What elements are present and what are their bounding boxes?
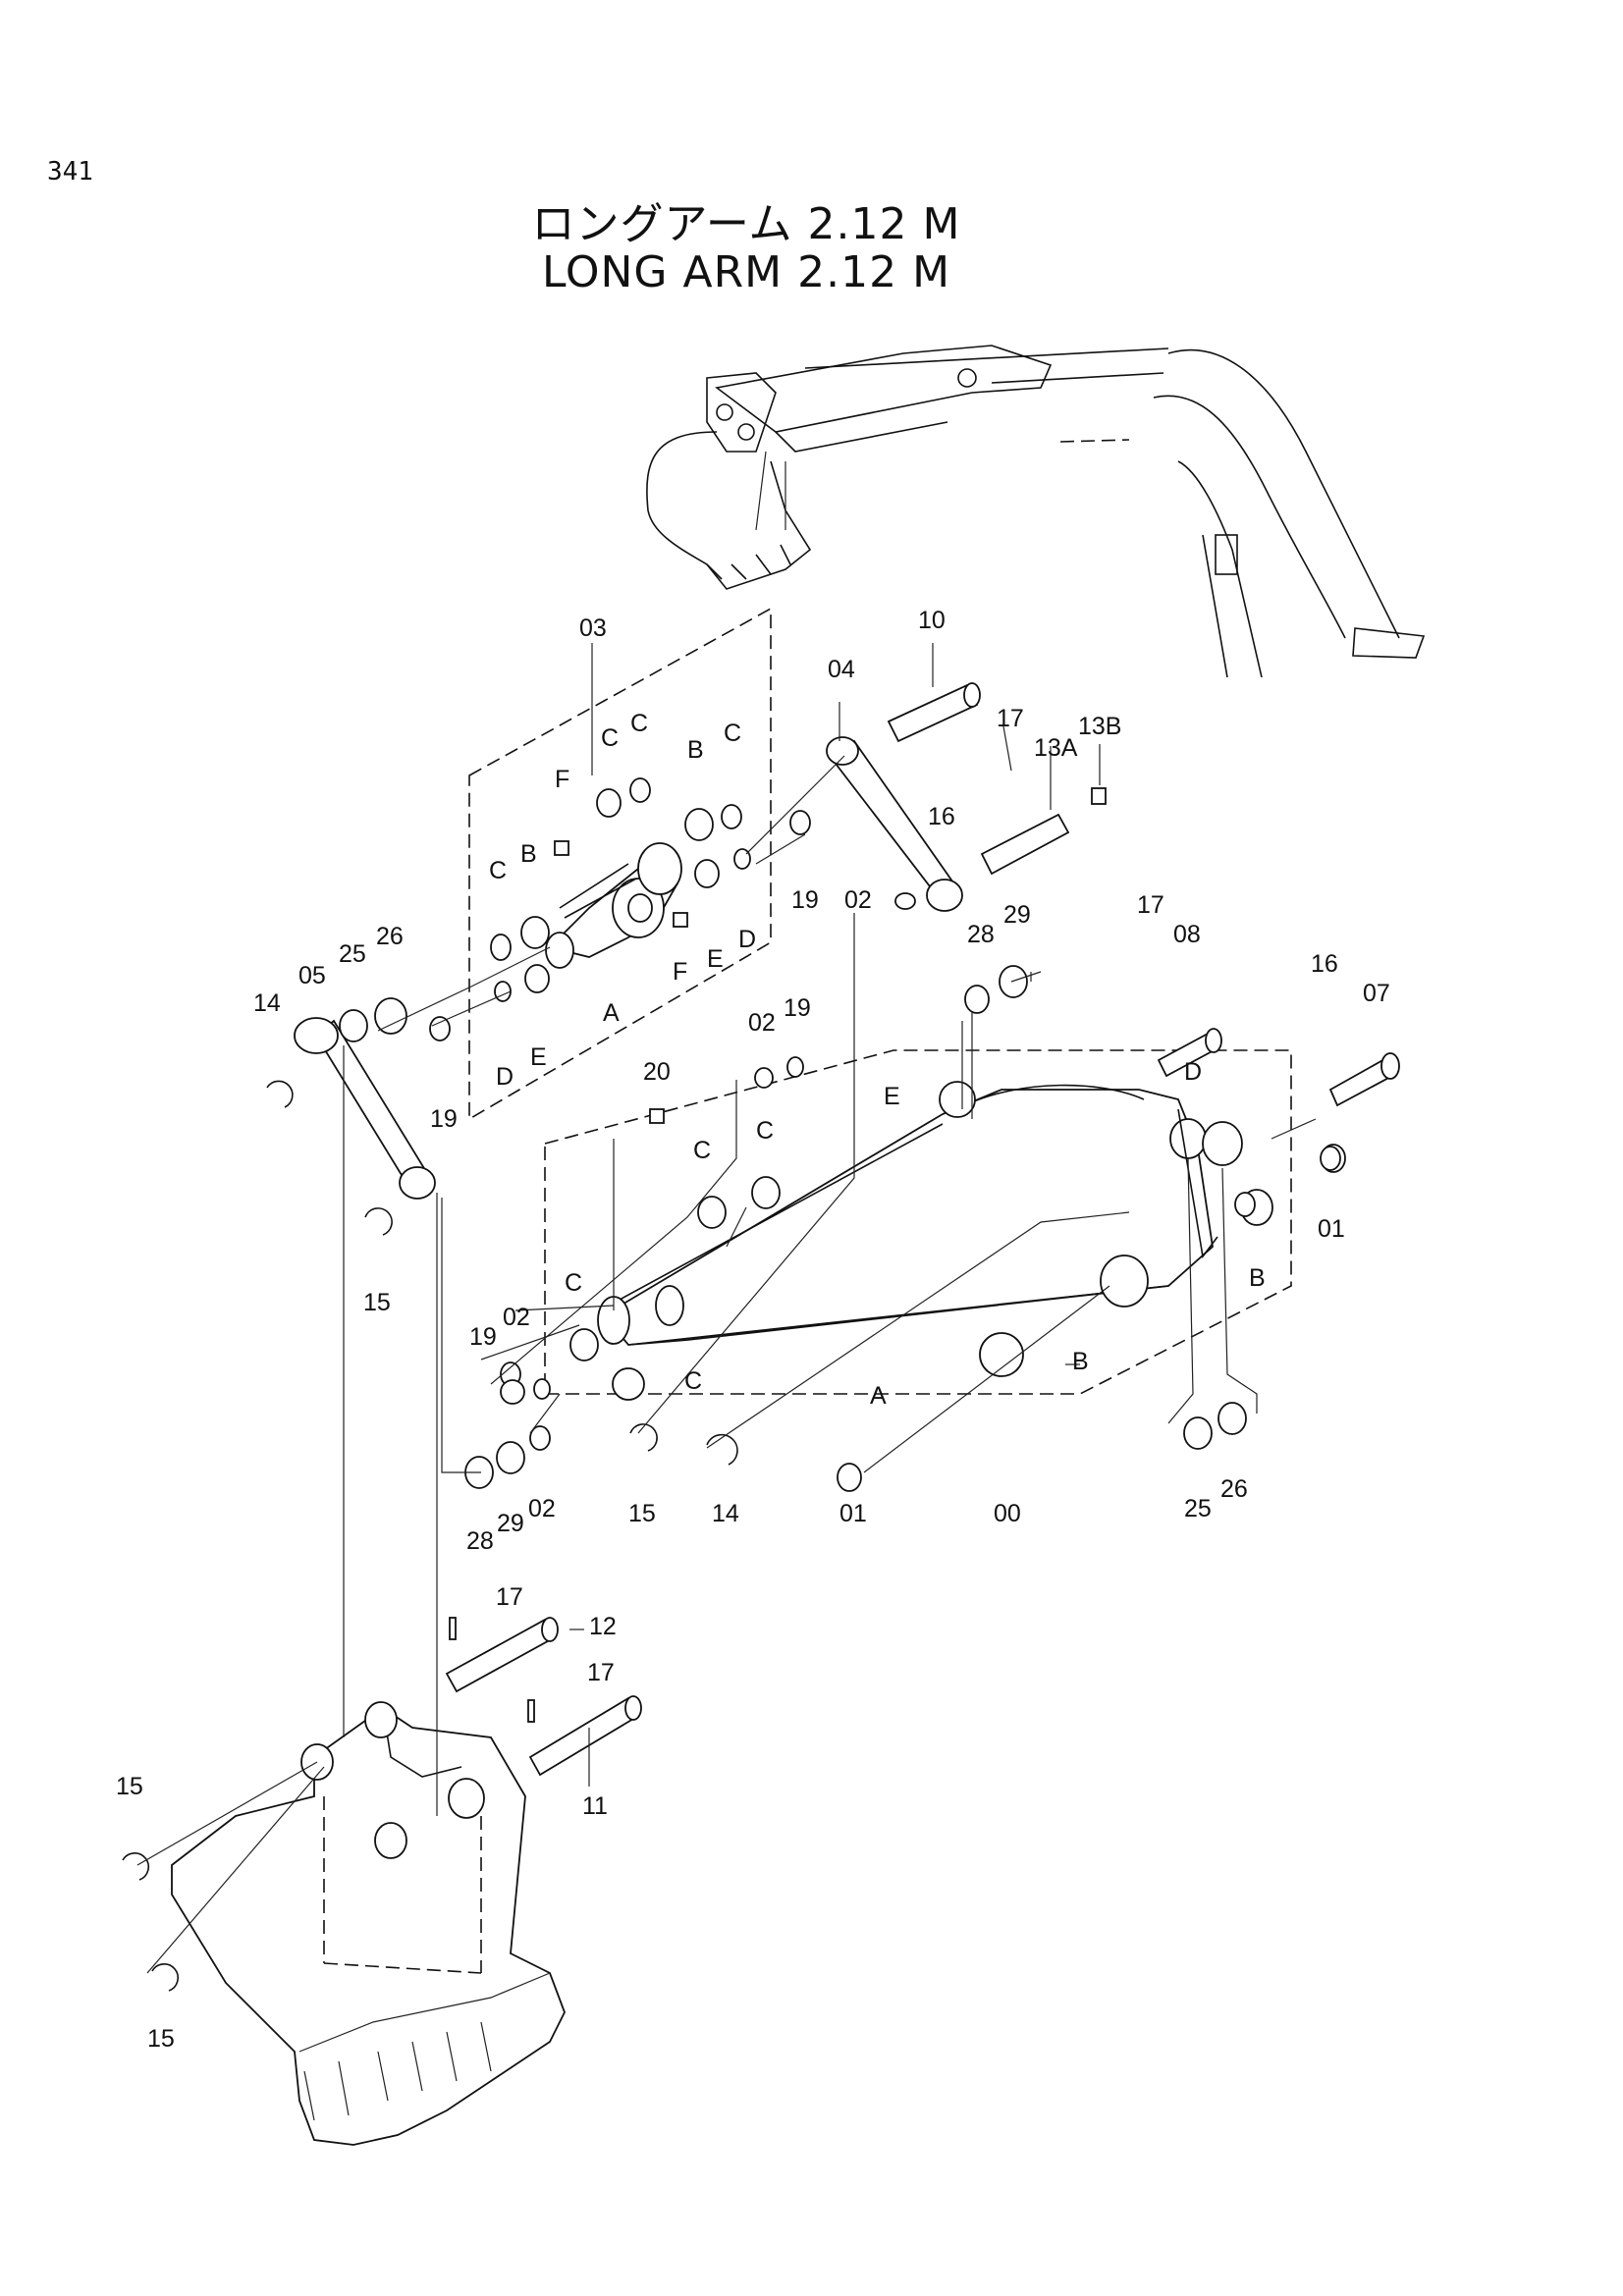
page-number: 341 [47, 157, 93, 187]
callout-28: 28 [466, 1527, 494, 1555]
callout-11: 11 [582, 1792, 608, 1820]
callout-labels: 03 04 10 17 13A 13B 16 19 02 C C C C B B… [116, 607, 1390, 2053]
callout-c: C [693, 1137, 711, 1164]
callout-26: 26 [376, 923, 404, 950]
title-english: LONG ARM 2.12 M [541, 247, 951, 297]
group-03-boundary [468, 607, 772, 1121]
callout-05: 05 [298, 962, 326, 989]
callout-a: A [870, 1382, 887, 1410]
arm-00 [597, 1081, 1243, 1346]
callout-17: 17 [997, 705, 1024, 732]
callout-15: 15 [147, 2025, 175, 2053]
callout-14: 14 [712, 1500, 739, 1527]
callout-f: F [673, 958, 687, 986]
callout-16: 16 [1311, 950, 1338, 978]
callout-01: 01 [1318, 1215, 1345, 1243]
pin-10 [887, 682, 981, 743]
callout-b: B [687, 736, 704, 764]
callout-02: 02 [503, 1304, 530, 1331]
pins-07-08 [1157, 1028, 1400, 1107]
callout-25: 25 [339, 940, 366, 968]
callout-02: 02 [528, 1495, 556, 1522]
callout-07: 07 [1363, 980, 1390, 1007]
callout-c: C [630, 710, 648, 737]
washers-left [339, 777, 916, 1042]
callout-16: 16 [928, 803, 955, 830]
callout-d: D [738, 926, 756, 953]
callout-b: B [1249, 1264, 1266, 1292]
callout-b: B [1072, 1348, 1089, 1375]
callout-02: 02 [748, 1009, 776, 1037]
callout-c: C [565, 1269, 582, 1297]
callout-12: 12 [589, 1613, 617, 1640]
callout-28: 28 [967, 921, 995, 948]
bucket [171, 1701, 566, 2146]
callout-e: E [884, 1083, 900, 1110]
callout-29: 29 [1003, 901, 1031, 929]
callout-15: 15 [116, 1773, 143, 1800]
callout-b: B [520, 840, 537, 868]
callout-01: 01 [839, 1500, 867, 1527]
callout-25: 25 [1184, 1495, 1212, 1522]
leader-lines [136, 643, 1317, 1974]
callout-14: 14 [253, 989, 281, 1017]
callout-26: 26 [1220, 1475, 1248, 1503]
link-04 [826, 736, 963, 912]
callout-19: 19 [469, 1323, 497, 1351]
link-05 [294, 1017, 436, 1200]
callout-19: 19 [784, 994, 811, 1022]
callout-02: 02 [844, 886, 872, 914]
callout-17: 17 [587, 1659, 615, 1686]
callout-17: 17 [1137, 891, 1164, 919]
callout-e: E [707, 945, 724, 973]
pins-11-12 [445, 1617, 642, 1777]
callout-c: C [756, 1117, 774, 1145]
callout-19: 19 [791, 886, 819, 914]
callout-e: E [530, 1043, 547, 1071]
callout-f: F [555, 766, 569, 793]
callout-29: 29 [497, 1510, 524, 1537]
callout-d: D [1184, 1058, 1202, 1086]
link-assembly-03 [545, 842, 682, 969]
snap-rings [122, 1080, 738, 1992]
callout-00: 00 [994, 1500, 1021, 1527]
callout-20: 20 [643, 1058, 671, 1086]
callout-13b: 13B [1078, 713, 1121, 740]
callout-03: 03 [579, 614, 607, 642]
callout-15: 15 [363, 1289, 391, 1316]
washers-arm [464, 965, 1346, 1492]
callout-10: 10 [918, 607, 946, 634]
callout-c: C [684, 1367, 702, 1395]
title-japanese: ロングアーム 2.12 M [531, 199, 961, 249]
callout-c: C [601, 724, 619, 752]
callout-c: C [724, 720, 741, 747]
callout-17: 17 [496, 1583, 523, 1611]
callout-13a: 13A [1034, 734, 1078, 762]
callout-a: A [603, 999, 620, 1027]
callout-d: D [496, 1063, 514, 1091]
excavator-overview [646, 345, 1426, 678]
pin-13a [980, 787, 1107, 876]
callout-04: 04 [828, 656, 855, 683]
callout-15: 15 [628, 1500, 656, 1527]
callout-c: C [489, 857, 507, 884]
callout-08: 08 [1173, 921, 1201, 948]
callout-19: 19 [430, 1105, 458, 1133]
